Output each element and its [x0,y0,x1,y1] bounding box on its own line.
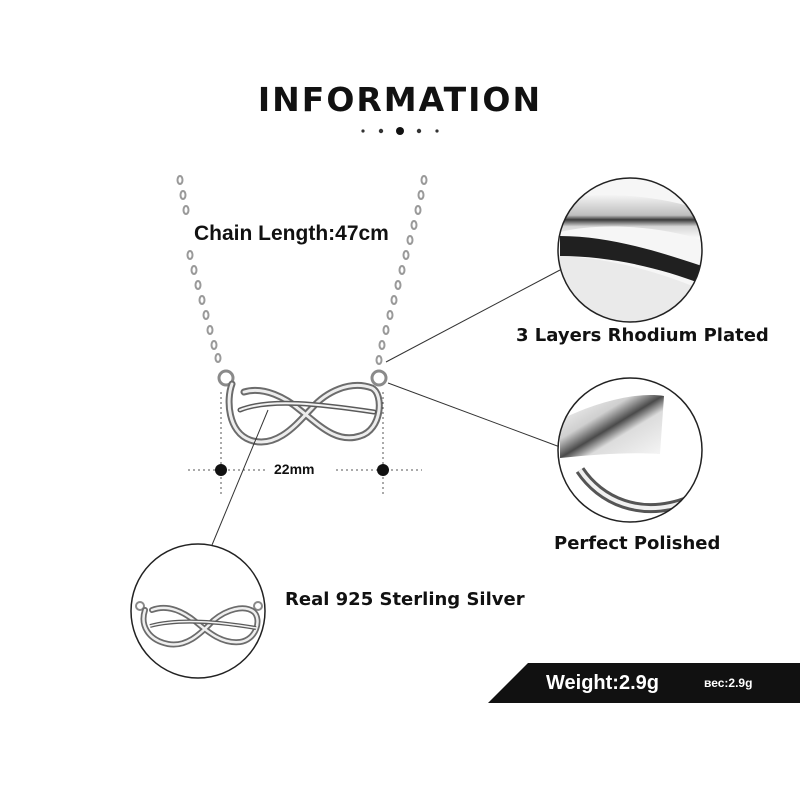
infinity-pendant [217,369,388,446]
rhodium-plating-label: 3 Layers Rhodium Plated [516,325,769,346]
weight-banner [488,663,800,703]
title-dots-decoration [361,127,439,135]
leader-lines [211,269,561,546]
polished-finish-label: Perfect Polished [554,533,721,554]
weight-label-russian: вес:2.9g [704,676,753,690]
chain-left [176,175,222,363]
zoom-circle-polished [557,377,703,523]
zoom-circle-silver [130,543,266,679]
material-label: Real 925 Sterling Silver [285,589,525,610]
chain-right [375,175,428,365]
zoom-circle-rhodium [557,177,703,323]
width-dimension-label: 22mm [274,461,315,477]
page-title: INFORMATION [257,80,543,119]
dimension-marker [188,392,422,495]
weight-label: Weight:2.9g [546,672,659,694]
chain-length-label: Chain Length:47cm [194,222,389,245]
